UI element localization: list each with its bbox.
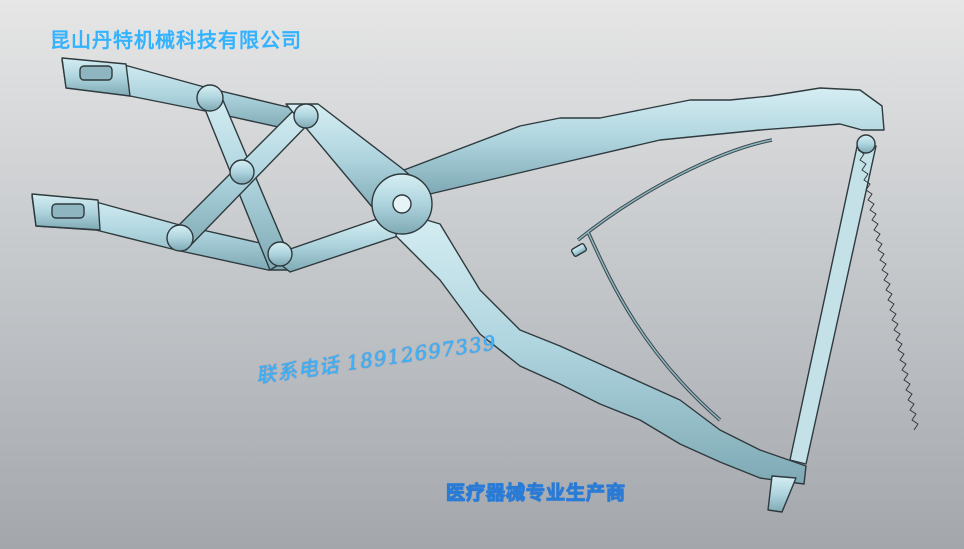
pin-2 [229, 159, 255, 185]
pin-4 [267, 241, 293, 267]
pin-5 [293, 103, 319, 129]
slogan-caption: 医疗器械专业生产商 [445, 482, 627, 505]
upper-handle [403, 87, 885, 195]
upper-jaw-slot [79, 65, 113, 81]
lower-beam [269, 217, 399, 273]
pin-3 [166, 224, 194, 252]
blade-pin-top [856, 134, 876, 154]
spring-clip [570, 243, 588, 257]
saw-blade [789, 141, 877, 465]
pivot-screw [392, 194, 412, 214]
blade-bottom-tab [767, 475, 797, 513]
pin-1 [196, 84, 224, 112]
company-name-caption: 昆山丹特机械科技有限公司 [50, 28, 302, 52]
spring-wire-inner [577, 139, 773, 421]
saw-teeth [857, 149, 919, 431]
lower-jaw-slot [51, 203, 85, 219]
lower-handle [395, 211, 807, 485]
